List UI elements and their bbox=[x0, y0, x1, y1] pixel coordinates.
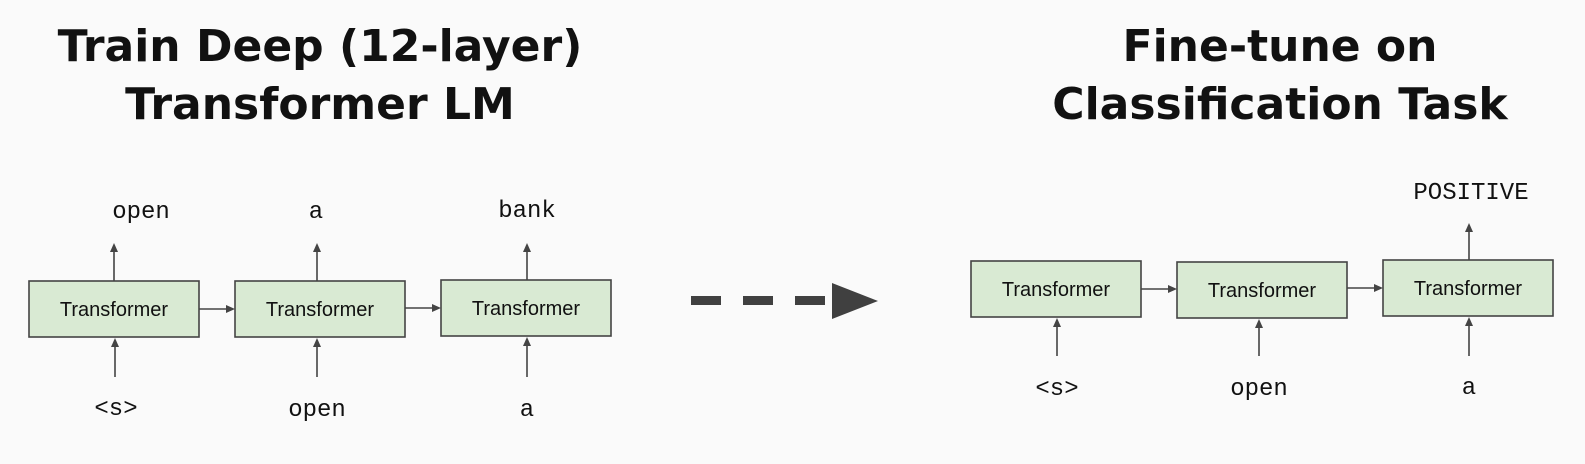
finetune-input-token-1: <s> bbox=[1035, 376, 1078, 403]
finetune-output-label: POSITIVE bbox=[1413, 180, 1528, 207]
pretrain-block-3: Transformer bbox=[440, 279, 612, 337]
pretrain-block-2: Transformer bbox=[234, 280, 406, 338]
finetune-input-token-2: open bbox=[1230, 376, 1288, 403]
finetune-block-3: Transformer bbox=[1382, 259, 1554, 317]
pretrain-title: Train Deep (12-layer) Transformer LM bbox=[40, 18, 600, 134]
pretrain-connector-1-2 bbox=[199, 305, 235, 313]
finetune-input-arrow-2 bbox=[1255, 319, 1263, 356]
finetune-block-2: Transformer bbox=[1176, 261, 1348, 319]
pretrain-output-arrow-3 bbox=[523, 243, 531, 280]
finetune-block-2-label: Transformer bbox=[1208, 280, 1317, 302]
pretrain-output-token-3: bank bbox=[498, 198, 556, 225]
finetune-output-arrow bbox=[1465, 223, 1473, 260]
finetune-input-token-3: a bbox=[1462, 375, 1476, 402]
finetune-connector-1-2 bbox=[1141, 285, 1177, 293]
pretrain-block-3-label: Transformer bbox=[472, 298, 581, 320]
dashed-arrow-right-icon bbox=[691, 283, 878, 319]
finetune-title: Fine-tune on Classification Task bbox=[1000, 18, 1560, 134]
pretrain-input-arrow-2 bbox=[313, 338, 321, 377]
finetune-title-line1: Fine-tune on bbox=[1122, 21, 1438, 72]
finetune-block-3-label: Transformer bbox=[1414, 278, 1523, 300]
finetune-connector-2-3 bbox=[1347, 284, 1383, 292]
pretrain-block-1: Transformer bbox=[28, 280, 200, 338]
pretrain-input-arrow-3 bbox=[523, 337, 531, 377]
pretrain-block-1-label: Transformer bbox=[60, 299, 169, 321]
finetune-input-arrow-3 bbox=[1465, 317, 1473, 356]
pretrain-title-line2: Transformer LM bbox=[125, 79, 515, 130]
pretrain-connector-2-3 bbox=[405, 304, 441, 312]
pretrain-output-token-1: open bbox=[112, 199, 170, 226]
finetune-input-arrow-1 bbox=[1053, 318, 1061, 356]
pretrain-input-arrow-1 bbox=[111, 338, 119, 377]
pretrain-input-token-2: open bbox=[288, 397, 346, 424]
finetune-block-1: Transformer bbox=[970, 260, 1142, 318]
pretrain-block-2-label: Transformer bbox=[266, 299, 375, 321]
finetune-title-line2: Classification Task bbox=[1052, 79, 1508, 130]
finetune-block-1-label: Transformer bbox=[1002, 279, 1111, 301]
pretrain-output-arrow-1 bbox=[110, 243, 118, 281]
pretrain-title-line1: Train Deep (12-layer) bbox=[57, 21, 583, 72]
pretrain-input-token-1: <s> bbox=[94, 396, 137, 423]
pretrain-output-token-2: a bbox=[309, 199, 323, 226]
pretrain-input-token-3: a bbox=[520, 397, 534, 424]
pretrain-output-arrow-2 bbox=[313, 243, 321, 281]
